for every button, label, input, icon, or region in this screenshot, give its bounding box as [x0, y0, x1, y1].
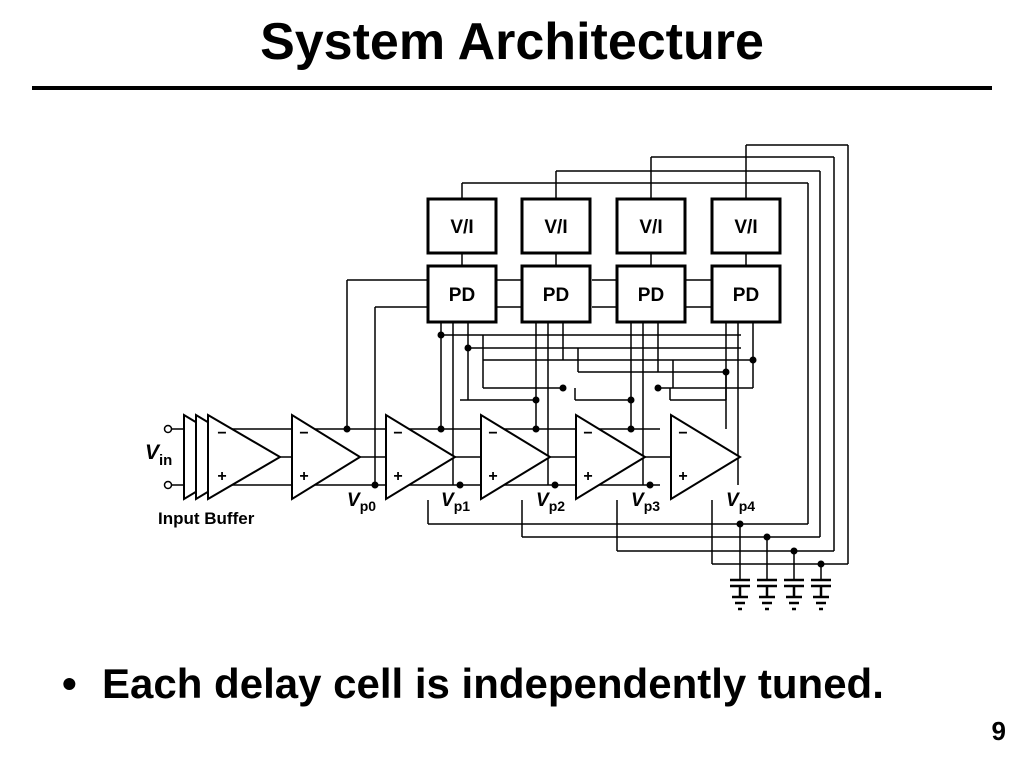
vi-label-1: V/I [450, 217, 473, 238]
cell3-plus-sign: + [583, 468, 592, 485]
vp4-label: Vp4 [726, 490, 755, 514]
pd-label-1: PD [449, 285, 475, 306]
pd-label-2: PD [543, 285, 569, 306]
cell4-minus-sign: − [678, 425, 687, 442]
cell1-plus-sign: + [393, 468, 402, 485]
vi-block-1 [426, 197, 498, 255]
vi-block-4 [710, 197, 782, 255]
cell0-plus-sign: + [299, 468, 308, 485]
cell0-minus-sign: − [299, 425, 308, 442]
vp2-label: Vp2 [536, 490, 565, 514]
pd-block-4 [710, 264, 782, 324]
pd-block-1 [426, 264, 498, 324]
cell2-plus-sign: + [488, 468, 497, 485]
input-buffer [183, 413, 282, 501]
page-number: 9 [991, 716, 1006, 746]
vi-label-3: V/I [639, 217, 662, 238]
delay-cell-4 [670, 413, 742, 501]
pd-label-4: PD [733, 285, 759, 306]
vp3-label: Vp3 [631, 490, 660, 514]
vin-label: Vin [145, 441, 172, 469]
input-buffer-label: Input Buffer [158, 509, 255, 528]
buffer-minus-sign: − [217, 425, 226, 442]
delay-cell-2 [480, 413, 552, 501]
input-terminal-minus [163, 424, 173, 434]
vi-block-3 [615, 197, 687, 255]
delay-cell-1 [385, 413, 457, 501]
loop-filter-capacitors [730, 578, 831, 611]
title-rule [32, 86, 992, 90]
delay-cell-3 [575, 413, 647, 501]
cell4-plus-sign: + [678, 468, 687, 485]
slide-title: System Architecture [260, 13, 764, 71]
vi-label-2: V/I [544, 217, 567, 238]
cell2-minus-sign: − [488, 425, 497, 442]
vp0-label: Vp0 [347, 490, 376, 514]
pd-label-3: PD [638, 285, 664, 306]
vp1-label: Vp1 [441, 490, 470, 514]
pd-block-3 [615, 264, 687, 324]
cell3-minus-sign: − [583, 425, 592, 442]
vi-label-4: V/I [734, 217, 757, 238]
delay-cell-0 [291, 413, 362, 501]
bullet-point: • Each delay cell is independently tuned. [62, 656, 884, 712]
bullet-text: Each delay cell is independently tuned. [102, 660, 884, 707]
input-terminal-plus [163, 480, 173, 490]
cell1-minus-sign: − [393, 425, 402, 442]
bullet-dot: • [62, 660, 77, 707]
pd-block-2 [520, 264, 592, 324]
buffer-plus-sign: + [217, 468, 226, 485]
vi-block-2 [520, 197, 592, 255]
